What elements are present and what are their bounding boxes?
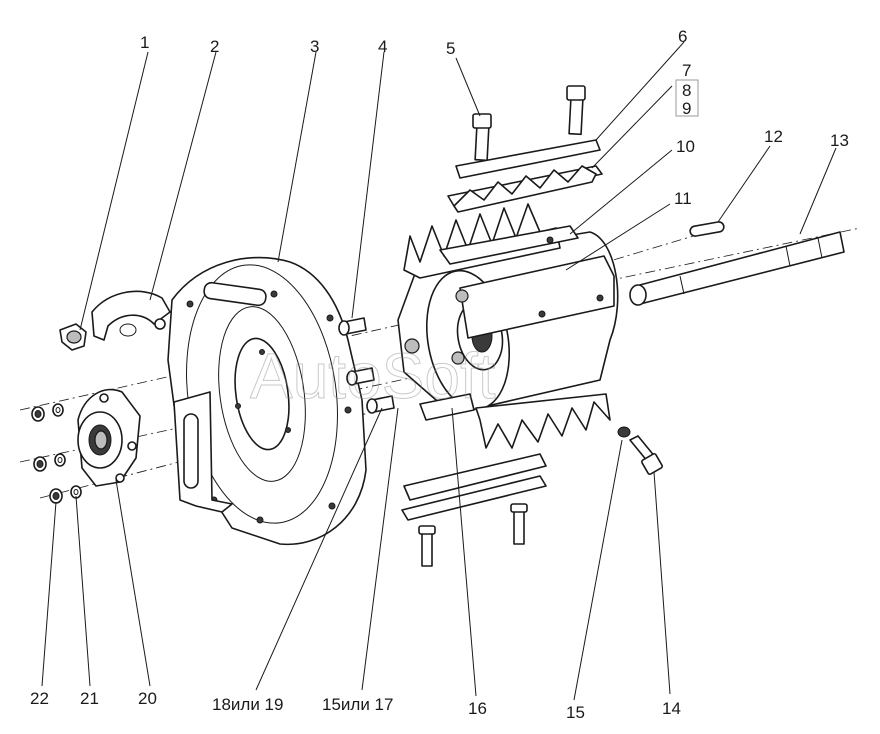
callout-6: 6 (678, 27, 687, 46)
top-plate-and-comb (447, 139, 603, 213)
callout-13: 13 (830, 131, 849, 150)
callout-2: 2 (210, 37, 219, 56)
shaft (629, 231, 845, 306)
washers-and-nuts (31, 403, 82, 504)
callout-18-or-19: 18или 19 (212, 695, 283, 714)
callout-5: 5 (446, 39, 455, 58)
top-bolts (472, 85, 586, 162)
callout-3: 3 (310, 37, 319, 56)
rotor-drum (397, 203, 619, 449)
callout-16: 16 (468, 699, 487, 718)
callout-21: 21 (80, 689, 99, 708)
callout-15-or-17: 15или 17 (322, 695, 393, 714)
callout-8: 8 (682, 81, 691, 100)
side-bolt-and-washer (617, 426, 663, 475)
callout-7: 7 (682, 61, 691, 80)
flange-plate (167, 256, 367, 546)
callout-12: 12 (764, 127, 783, 146)
bottom-brackets (401, 393, 547, 521)
callout-1: 1 (140, 33, 149, 52)
callout-11: 11 (674, 189, 692, 208)
short-bolts (338, 317, 395, 414)
bottom-bolts (418, 503, 528, 567)
curved-clamp (91, 290, 171, 341)
shaft-key (689, 221, 725, 237)
callout-14: 14 (662, 699, 681, 718)
watermark: AutoSoft (250, 340, 496, 412)
flange-bracket (173, 391, 233, 513)
callout-20: 20 (138, 689, 157, 708)
callout-22: 22 (30, 689, 49, 708)
wing-nut (59, 323, 87, 351)
label-bracket-8-9 (675, 79, 699, 117)
callout-4: 4 (378, 37, 387, 56)
leader-lines (41, 41, 837, 701)
callout-15: 15 (566, 703, 585, 722)
callout-9: 9 (682, 99, 691, 118)
callout-10: 10 (676, 137, 695, 156)
callout-labels: 1 2 3 4 5 6 7 8 9 10 11 12 13 14 15 15ил… (30, 27, 849, 722)
bearing-housing (77, 388, 141, 487)
